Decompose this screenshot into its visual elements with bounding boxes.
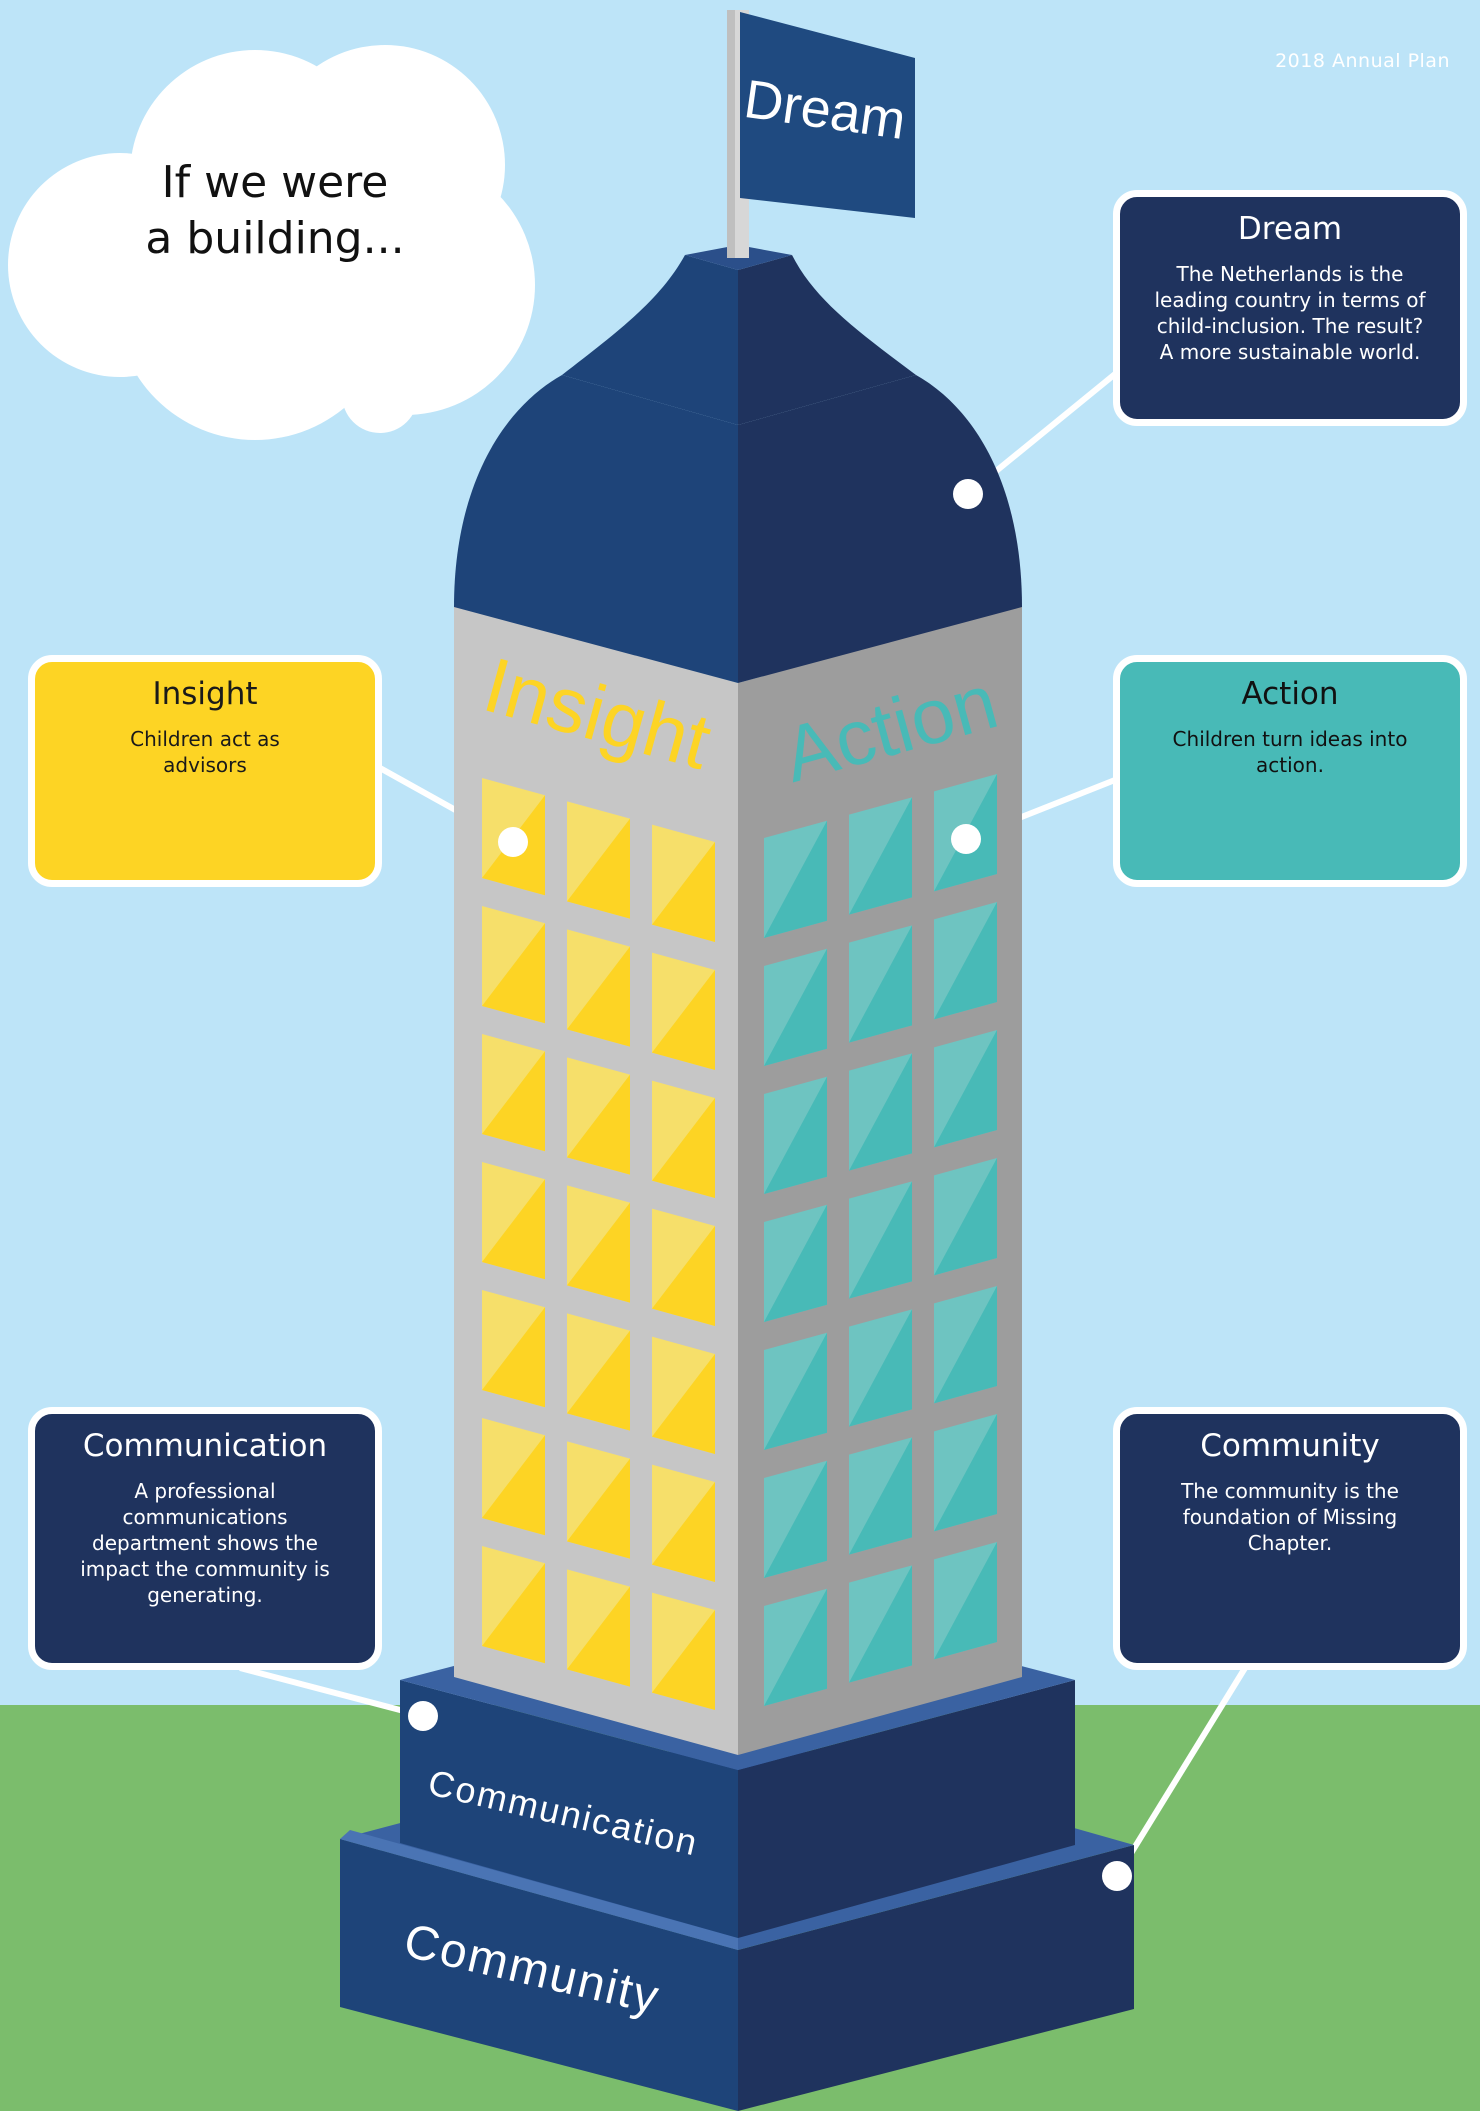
windows-action-face xyxy=(764,774,997,1706)
annual-plan-label: 2018 Annual Plan xyxy=(1275,50,1450,72)
insight-window-shade xyxy=(482,1563,545,1664)
insight-callout-body: Children act as advisors xyxy=(130,727,280,777)
dream-callout-title: Dream xyxy=(1237,211,1343,247)
action-window-shade xyxy=(934,902,997,1020)
action-window-shade xyxy=(764,948,827,1066)
insight-window-shade xyxy=(652,1097,715,1198)
communication-callout-body: A professional communications department… xyxy=(80,1479,330,1607)
connector-dots xyxy=(408,479,1132,1891)
insight-window-shade xyxy=(482,1051,545,1152)
community-callout-body: The community is the foundation of Missi… xyxy=(1181,1479,1399,1555)
insight-window-shade xyxy=(652,1481,715,1582)
insight-window-shade xyxy=(482,923,545,1024)
insight-window-shade xyxy=(652,1609,715,1710)
communication-callout-title: Communication xyxy=(82,1428,328,1464)
action-window-shade xyxy=(934,1286,997,1404)
community-connector-dot xyxy=(1102,1861,1132,1891)
action-window-shade xyxy=(764,820,827,938)
communication-callout: Communication A professional communicati… xyxy=(28,1407,382,1670)
insight-window-shade xyxy=(652,969,715,1070)
action-window-shade xyxy=(764,1460,827,1578)
action-window-shade xyxy=(849,1565,912,1683)
insight-window-shade xyxy=(652,1353,715,1454)
cloud xyxy=(8,45,535,440)
action-callout-title: Action xyxy=(1241,676,1339,712)
action-callout: Action Children turn ideas into action. xyxy=(1113,655,1467,887)
action-window-shade xyxy=(934,1542,997,1660)
insight-window-shade xyxy=(482,1435,545,1536)
action-window-shade xyxy=(849,1181,912,1299)
insight-window-shade xyxy=(567,1074,630,1175)
insight-window-shade xyxy=(652,841,715,942)
insight-window-shade xyxy=(652,1225,715,1326)
action-window-shade xyxy=(849,925,912,1043)
action-window-shade xyxy=(764,1076,827,1194)
action-window-shade xyxy=(764,1588,827,1706)
communication-connector-dot xyxy=(408,1701,438,1731)
insight-callout-title: Insight xyxy=(152,676,258,712)
action-window-shade xyxy=(934,1030,997,1148)
action-window-shade xyxy=(934,1158,997,1276)
cloud-text-line-1: If we were xyxy=(161,157,389,208)
insight-window-shade xyxy=(567,1458,630,1559)
insight-connector-dot xyxy=(498,827,528,857)
cloud-text-line-2: a building... xyxy=(145,213,405,264)
insight-window-shade xyxy=(567,1202,630,1303)
insight-callout: Insight Children act as advisors xyxy=(28,655,382,887)
dream-connector-dot xyxy=(953,479,983,509)
dream-callout: Dream The Netherlands is the leading cou… xyxy=(1113,190,1467,426)
action-window-shade xyxy=(849,1437,912,1555)
action-callout-body: Children turn ideas into action. xyxy=(1172,727,1408,777)
flag: Dream xyxy=(727,10,915,258)
insight-window-shade xyxy=(567,818,630,919)
action-window-shade xyxy=(849,1309,912,1427)
community-callout-title: Community xyxy=(1200,1428,1380,1464)
dome-roof xyxy=(454,245,1022,683)
flag-banner xyxy=(740,12,915,218)
action-window-shade xyxy=(764,1332,827,1450)
insight-window-shade xyxy=(482,1307,545,1408)
community-callout: Community The community is the foundatio… xyxy=(1113,1407,1467,1670)
insight-window-shade xyxy=(567,946,630,1047)
action-window-shade xyxy=(849,797,912,915)
action-connector-dot xyxy=(951,824,981,854)
insight-window-shade xyxy=(567,1330,630,1431)
action-window-shade xyxy=(849,1053,912,1171)
insight-window-shade xyxy=(567,1586,630,1687)
dream-callout-body: The Netherlands is the leading country i… xyxy=(1154,262,1426,364)
insight-window-shade xyxy=(482,1179,545,1280)
action-window-shade xyxy=(934,1414,997,1532)
action-window-shade xyxy=(764,1204,827,1322)
cloud-text: If we were a building... xyxy=(110,155,440,267)
